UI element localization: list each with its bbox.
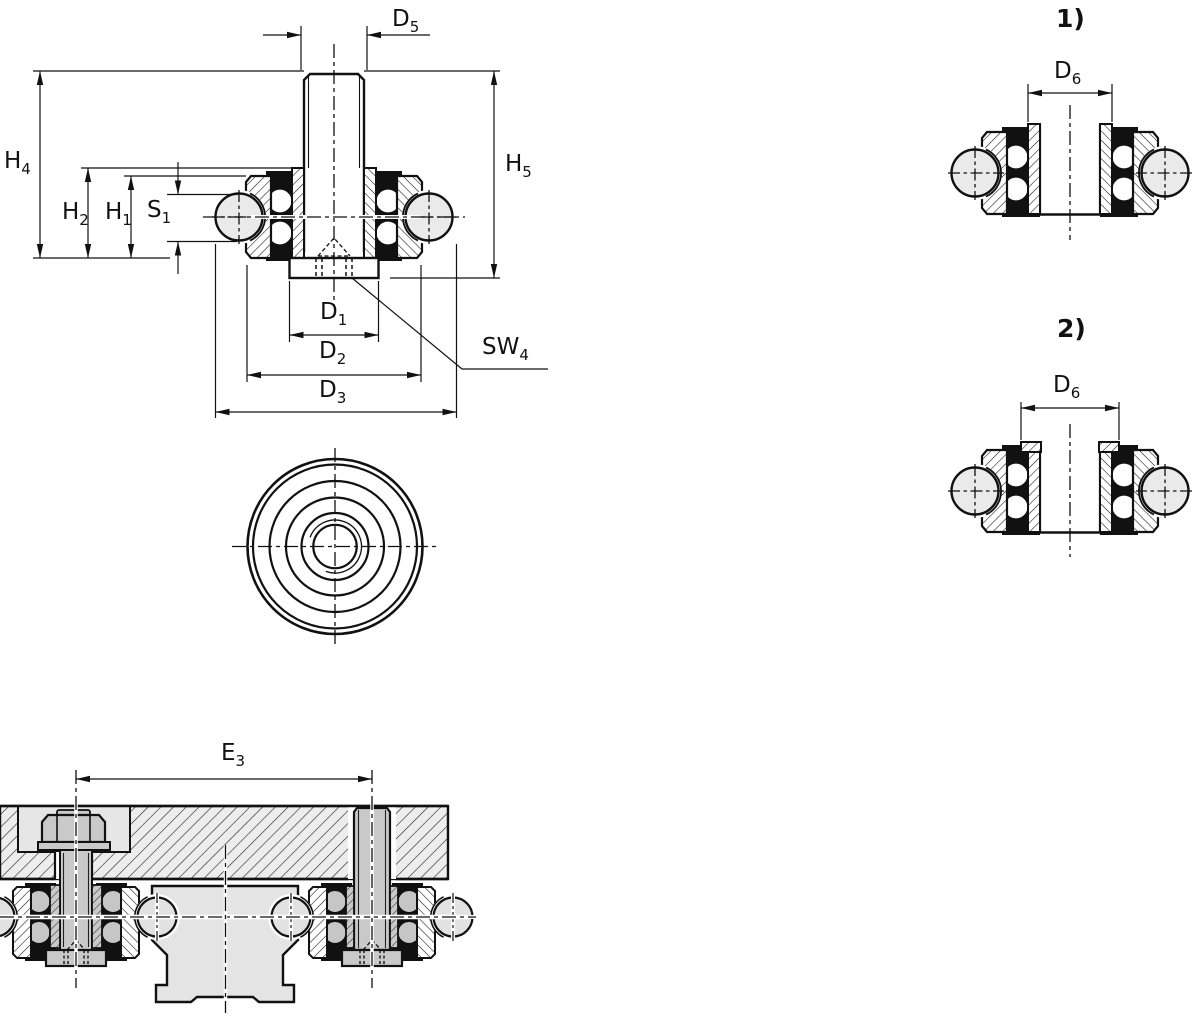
dim-h4: [33, 70, 304, 259]
dim-s1: [167, 162, 237, 274]
thread-arc: [309, 519, 363, 574]
installation-centerlines: [0, 770, 468, 1013]
dim-d1: [288, 281, 380, 342]
dim-label-d2: D2: [319, 338, 347, 368]
dim-label-d3: D3: [319, 377, 347, 407]
thrust-washer-right: [1098, 441, 1120, 453]
dim-d3: [214, 244, 458, 418]
variant-view-2: [946, 402, 1194, 557]
dim-label-h4: H4: [4, 148, 31, 178]
dim-d6-variant1: [1027, 84, 1113, 122]
dim-label-d5: D5: [392, 6, 420, 36]
dim-h1: [124, 175, 246, 258]
dim-label-d6-variant2: D6: [1053, 372, 1081, 402]
dim-label-d1: D1: [320, 299, 348, 329]
dim-label-s1: S1: [147, 197, 172, 227]
dim-label-d6-variant1: D6: [1054, 58, 1082, 88]
thrust-washer-left: [1020, 441, 1042, 453]
front-view-dimensions: [33, 26, 548, 418]
dim-label-h1: H1: [105, 199, 132, 229]
variant-2-label: 2): [1057, 314, 1086, 343]
installation-view: [0, 770, 478, 1013]
dim-h5: [364, 70, 500, 279]
leader-sw4: [351, 277, 548, 370]
variant-1-label: 1): [1056, 4, 1085, 33]
dim-label-h5: H5: [505, 151, 532, 181]
front-section-view: [203, 44, 465, 306]
dim-label-e3: E3: [221, 740, 246, 770]
dim-label-sw4: SW4: [482, 334, 529, 364]
hex-nut-assembly: [37, 809, 111, 851]
dim-d2: [246, 265, 422, 382]
variant-view-1: [946, 84, 1194, 240]
dim-d6-variant2: [1020, 402, 1120, 440]
top-view: [232, 448, 437, 646]
dim-label-h2: H2: [62, 199, 89, 229]
dim-h2: [81, 167, 292, 258]
dim-d5: [263, 26, 430, 70]
